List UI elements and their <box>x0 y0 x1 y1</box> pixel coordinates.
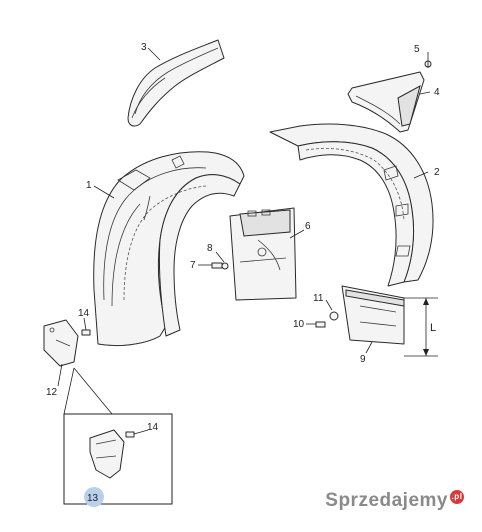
callout-14-upper: 14 <box>78 308 90 319</box>
part-12-side-bracket <box>43 319 79 367</box>
watermark: Sprzedajemy.pl <box>325 490 464 512</box>
callout-11: 11 <box>313 293 324 304</box>
part-4-front-bracket <box>347 71 425 133</box>
callout-7: 7 <box>190 260 196 271</box>
callout-1: 1 <box>86 180 92 191</box>
callout-2: 2 <box>434 167 440 178</box>
callout-3: 3 <box>141 42 147 53</box>
part-14-screw-upper <box>81 329 91 336</box>
watermark-text: Sprzedajemy <box>325 490 448 511</box>
callout-13: 13 <box>87 493 99 504</box>
part-6-mud-flap <box>229 207 297 301</box>
part-3-arch-trim <box>127 39 225 127</box>
callout-10: 10 <box>293 319 305 330</box>
callout-14-inset: 14 <box>147 422 159 433</box>
part-7-screw <box>211 262 223 269</box>
callout-9: 9 <box>360 354 366 365</box>
watermark-suffix: .pl <box>450 490 464 504</box>
part-1-wheel-arch-liner <box>93 151 245 347</box>
callout-8: 8 <box>207 243 213 254</box>
part-2-rear-liner <box>269 123 434 287</box>
callout-12: 12 <box>46 387 58 398</box>
dimension-l: L <box>404 297 438 357</box>
part-8-clip <box>221 262 229 270</box>
detail-inset <box>63 367 173 507</box>
dimension-label: L <box>430 322 436 334</box>
highlight-badge <box>84 487 104 507</box>
callout-6: 6 <box>305 221 311 232</box>
callout-4: 4 <box>434 87 440 98</box>
callout-5: 5 <box>414 44 420 55</box>
leader-lines <box>57 47 431 435</box>
part-10-screw <box>315 321 326 328</box>
part-5-bolt <box>424 58 432 68</box>
part-9-rear-flap <box>341 285 405 345</box>
part-11-washer <box>329 311 339 321</box>
